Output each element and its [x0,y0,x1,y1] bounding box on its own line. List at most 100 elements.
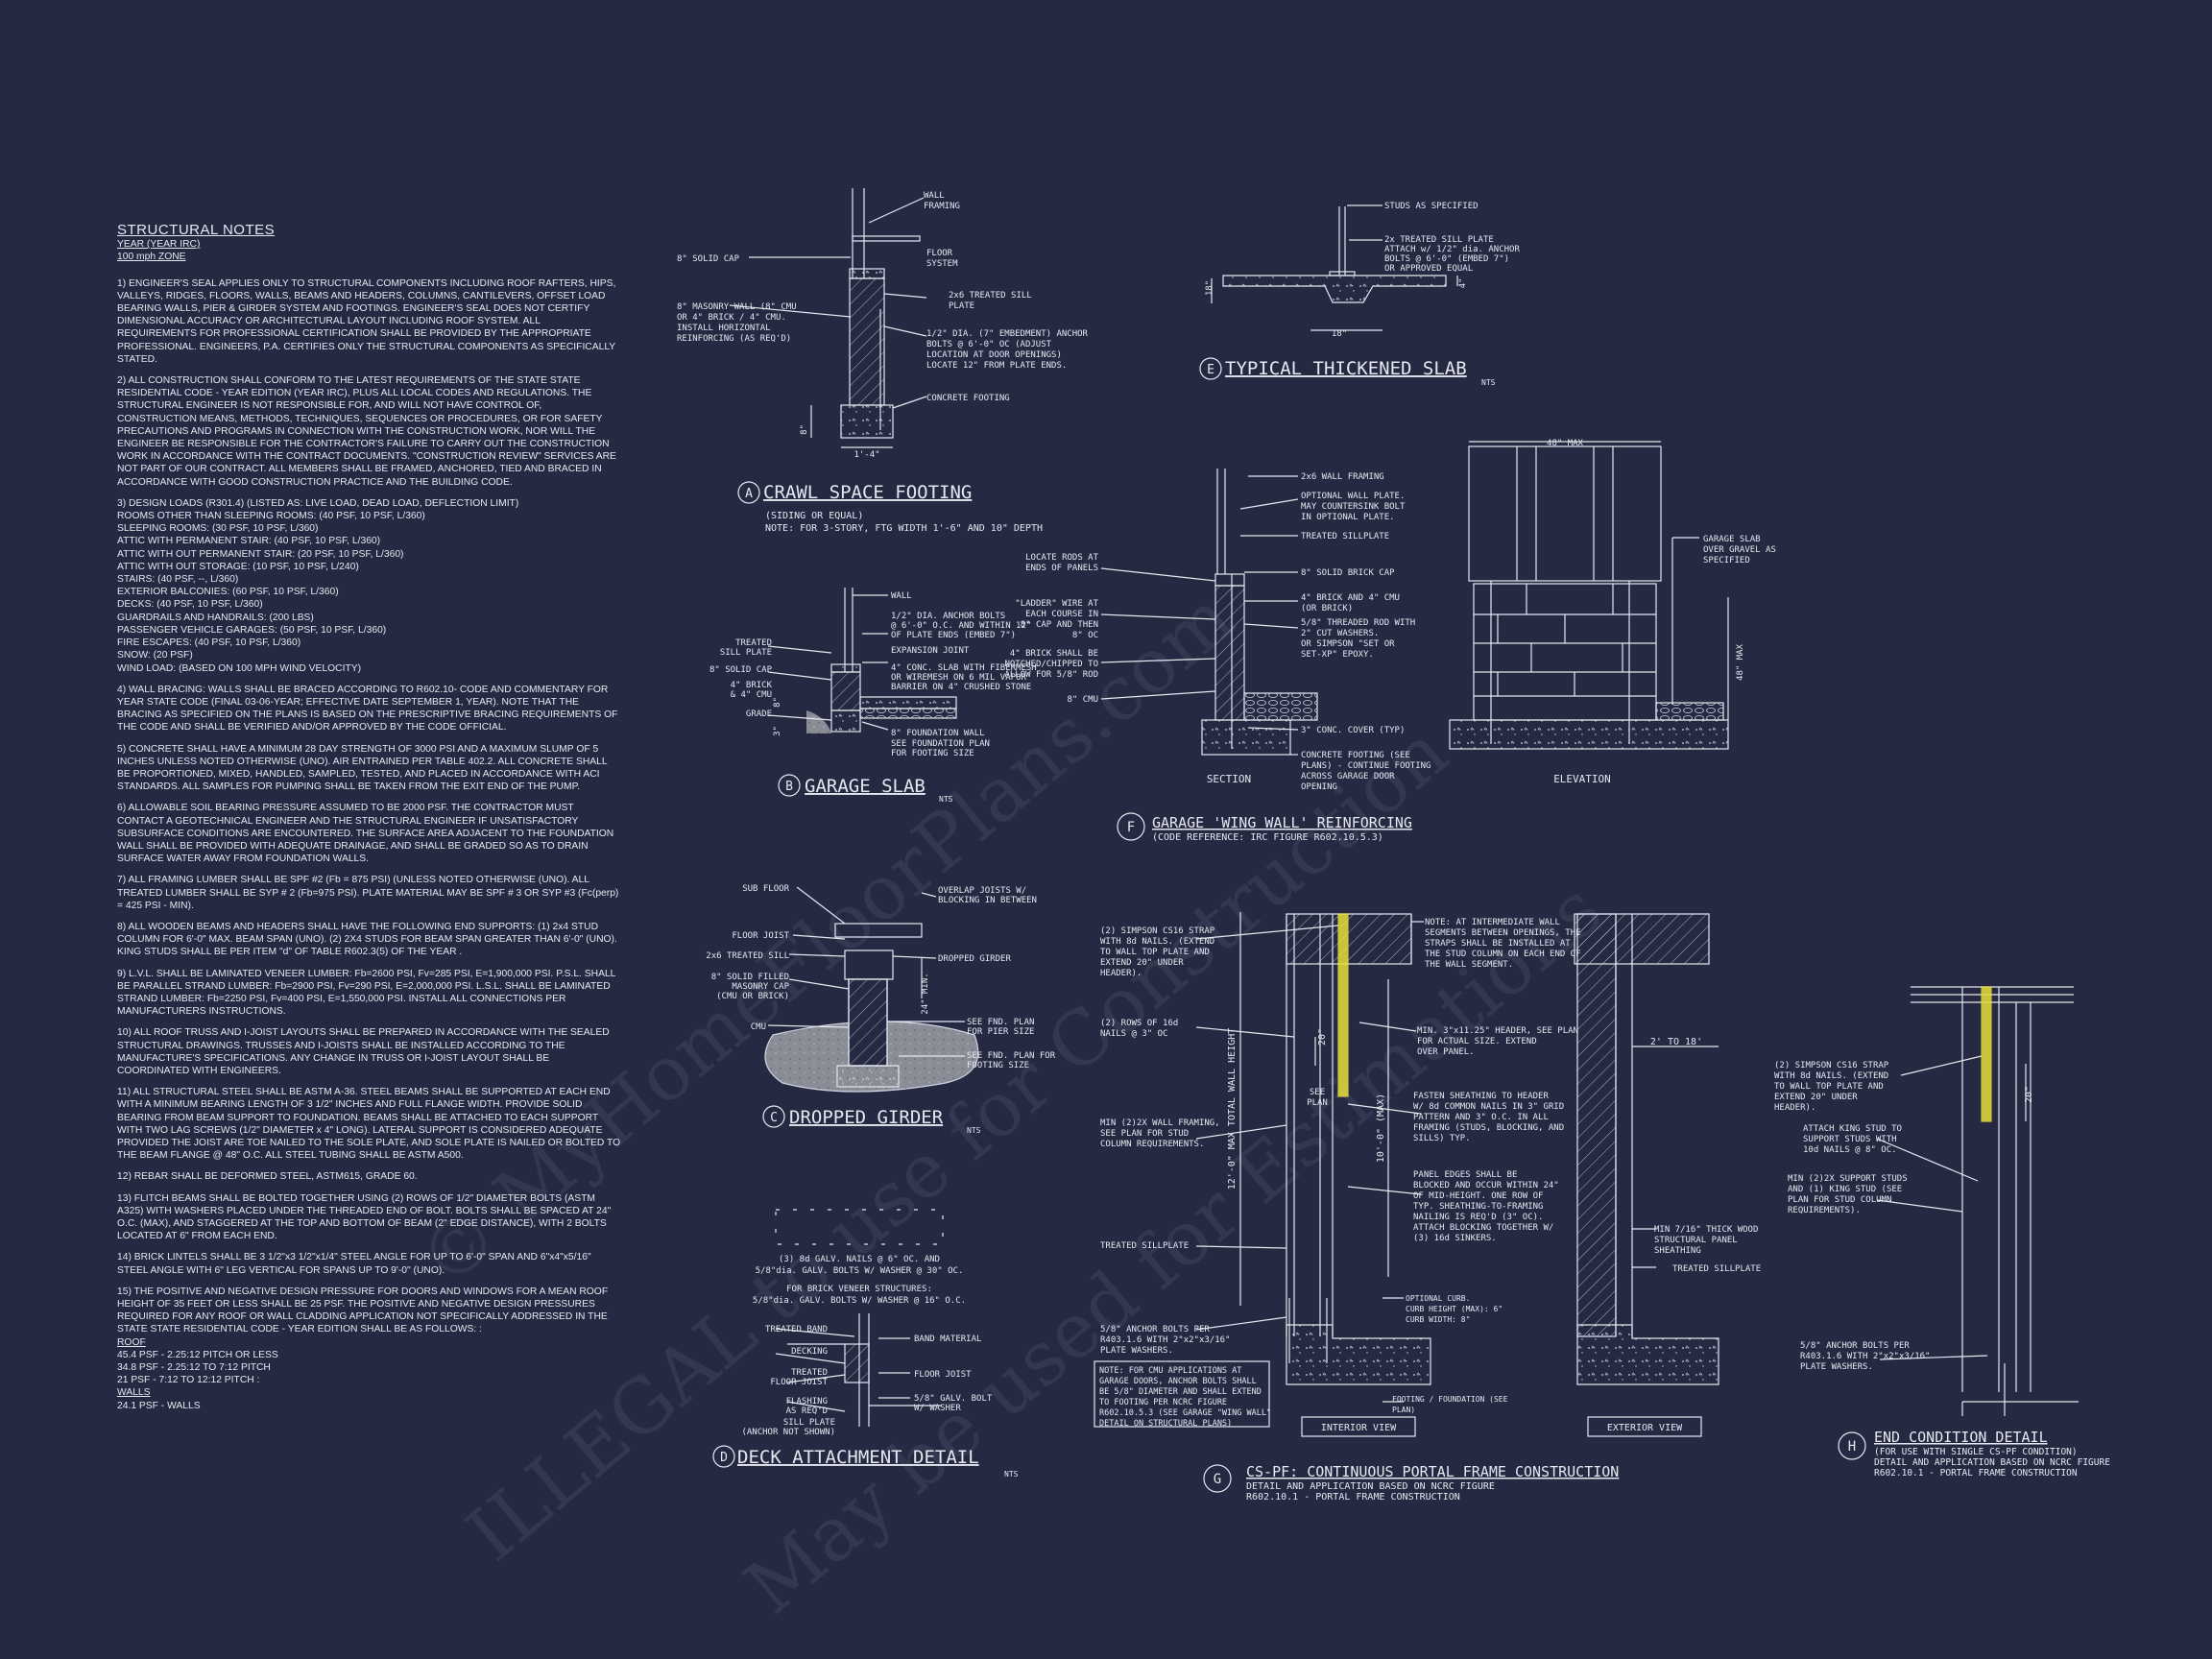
bubble-b-letter: B [785,780,793,794]
detail-h-sub1: (FOR USE WITH SINGLE CS-PF CONDITION) [1874,1447,2078,1457]
detail-g-label: TO WALL TOP PLATE AND [1100,948,1210,957]
detail-f-label: 48" MAX [1736,643,1745,681]
detail-g-label: R602.10.5.3 (SEE GARAGE "WING WALL" [1099,1408,1271,1418]
detail-a-label: FRAMING [924,202,960,211]
detail-h-label: 20" [2024,1086,2034,1103]
detail-d-label: 5/8" GALV. BOLT [914,1394,993,1404]
detail-a-label: INSTALL HORIZONTAL [677,324,771,333]
detail-g-label: MIN (2)2X WALL FRAMING, [1100,1118,1220,1128]
detail-f-label: MAY COUNTERSINK BOLT [1301,502,1406,512]
detail-g-label: DETAIL ON STRUCTURAL PLANS) [1099,1419,1232,1429]
detail-d-label: FLOOR JOIST [770,1378,828,1387]
detail-f-label: 2" CUT WASHERS. [1301,629,1379,638]
detail-h-label: HEADER). [1774,1103,1815,1113]
detail-f-label: 8" CAP AND THEN [1021,620,1098,630]
detail-g-title: CS-PF: CONTINUOUS PORTAL FRAME CONSTRUCT… [1246,1463,1619,1480]
note-paragraph: 9) L.V.L. SHALL BE LAMINATED VENEER LUMB… [117,968,616,1018]
detail-d-drawing [775,1209,944,1427]
detail-a-label: WALL [924,191,945,201]
detail-g-label: OPTIONAL CURB. [1406,1294,1470,1303]
detail-c-drawing [764,886,979,1093]
detail-h-label: PLAN FOR STUD COLUMN [1788,1195,1891,1205]
detail-f-label: 8" SOLID BRICK CAP [1301,568,1395,578]
detail-c-label: FLOOR JOIST [732,931,789,941]
detail-g-label: 10'-0" (MAX) [1376,1094,1386,1163]
detail-g-sub2: R602.10.1 - PORTAL FRAME CONSTRUCTION [1246,1492,1460,1503]
detail-f-label: SET-XP" EPOXY. [1301,650,1374,660]
detail-b-label: FOR FOOTING SIZE [891,749,974,758]
detail-f-label: 5/8" THREADED ROD WITH [1301,618,1415,628]
design-load-line: GUARDRAILS AND HANDRAILS: (200 LBS) [117,612,314,623]
detail-f-label: 4" BRICK SHALL BE [1010,649,1098,659]
detail-g-label: GARAGE DOORS, ANCHOR BOLTS SHALL [1099,1377,1257,1386]
detail-e-label: ATTACH w/ 1/2" dia. ANCHOR [1384,245,1520,254]
detail-e-label: OR APPROVED EQUAL [1384,264,1473,274]
detail-g-label: EXTERIOR VIEW [1607,1423,1683,1433]
detail-g-label: SEE [1310,1088,1325,1097]
detail-f-label: EACH COURSE IN [1025,610,1098,619]
design-load-line: PASSENGER VEHICLE GARAGES: (50 PSF, 10 P… [117,624,387,636]
detail-h-title: END CONDITION DETAIL [1874,1429,2048,1446]
detail-c-label: (CMU OR BRICK) [716,992,789,1001]
detail-b-label: 4" BRICK [731,681,773,690]
detail-h-label: 5/8" ANCHOR BOLTS PER [1800,1341,1910,1351]
note-paragraph: 2) ALL CONSTRUCTION SHALL CONFORM TO THE… [117,375,616,488]
detail-a-label: BOLTS @ 6'-0" OC (ADJUST [926,340,1052,349]
walls-line: 24.1 PSF - WALLS [117,1400,201,1411]
note-paragraph: 8) ALL WOODEN BEAMS AND HEADERS SHALL HA… [117,921,617,958]
detail-b-label: OR WIREMESH ON 6 MIL VAPOR [891,673,1026,683]
detail-g-label: THE STUD COLUMN ON EACH END OF [1425,950,1581,959]
detail-g-label: NOTE: FOR CMU APPLICATIONS AT [1099,1366,1241,1376]
detail-d-label: FLOOR JOIST [914,1370,972,1380]
detail-b-label: 8" [773,697,782,708]
detail-a-label: REINFORCING (AS REQ'D) [677,334,791,344]
detail-a-label: PLATE [949,301,974,311]
detail-e-label: 4" [1458,278,1468,289]
detail-g-label: NAILING IS REQ'D (3" OC). [1413,1213,1543,1222]
detail-g-label: R403.1.6 WITH 2"x2"x3/16" [1100,1335,1230,1345]
detail-h-sub2: DETAIL AND APPLICATION BASED ON NCRC FIG… [1874,1457,2110,1468]
design-load-line: EXTERIOR BALCONIES: (60 PSF, 10 PSF, L/3… [117,587,339,598]
detail-c-label: SUB FLOOR [742,884,789,894]
detail-d-label: TREATED BAND [765,1325,828,1334]
detail-e-drawing [1211,204,1458,331]
detail-d-label: TREATED [791,1368,828,1378]
detail-e-nts: NTS [1481,378,1496,387]
detail-c-title: DROPPED GIRDER [789,1107,944,1128]
detail-f-label: 8" OC [1072,631,1098,640]
detail-f-label: OPENING [1301,782,1337,792]
design-load-line: FIRE ESCAPES: (40 PSF, 10 PSF, L/360) [117,637,301,649]
bubble-g-letter: G [1214,1472,1221,1487]
detail-d-label: W/ WASHER [914,1404,961,1413]
detail-h-drawing [1876,986,2079,1416]
detail-g-label: CURB HEIGHT (MAX): 6" [1406,1305,1503,1313]
bubble-d-letter: D [720,1451,728,1465]
detail-b-label: EXPANSION JOINT [891,646,970,656]
detail-g-label: SHEATHING [1654,1246,1701,1256]
detail-bubble-e [1199,357,1222,380]
detail-g-label: FOR ACTUAL SIZE. EXTEND [1417,1037,1537,1046]
detail-b-label: 3" [773,726,782,736]
detail-f-label: TREATED SILLPLATE [1301,532,1389,541]
detail-g-label: PLAN) [1392,1406,1415,1414]
detail-c-label: BLOCKING IN BETWEEN [938,896,1037,905]
detail-g-label: ATTACH BLOCKING TOGETHER W/ [1413,1223,1553,1233]
roof-line: 45.4 PSF - 2.25:12 PITCH OR LESS [117,1349,278,1360]
detail-b-label: BARRIER ON 4" CRUSHED STONE [891,683,1031,692]
detail-bubble-f [1117,812,1145,841]
detail-g-label: MIN 7/16" THICK WOOD [1654,1225,1758,1235]
notes-wind-zone: 100 mph ZONE [117,252,186,263]
detail-f-label: 3" CONC. COVER (TYP) [1301,726,1405,735]
detail-d-label: BAND MATERIAL [914,1334,981,1344]
roof-heading: ROOF [117,1336,146,1348]
detail-a-label: 2x6 TREATED SILL [949,291,1032,301]
detail-h-label: ATTACH KING STUD TO [1803,1124,1902,1134]
note-paragraph: 6) ALLOWABLE SOIL BEARING PRESSURE ASSUM… [117,803,614,865]
detail-f-label: (OR BRICK) [1301,604,1353,613]
detail-b-label: GRADE [746,709,772,719]
detail-g-label: TO FOOTING PER NCRC FIGURE [1099,1398,1227,1407]
detail-g-label: SEE PLAN FOR STUD [1100,1129,1189,1139]
note-paragraph: 10) ALL ROOF TRUSS AND I-JOIST LAYOUTS S… [117,1027,610,1076]
detail-d-label: (ANCHOR NOT SHOWN) [741,1428,835,1437]
detail-f-label: 4" BRICK AND 4" CMU [1301,593,1400,603]
